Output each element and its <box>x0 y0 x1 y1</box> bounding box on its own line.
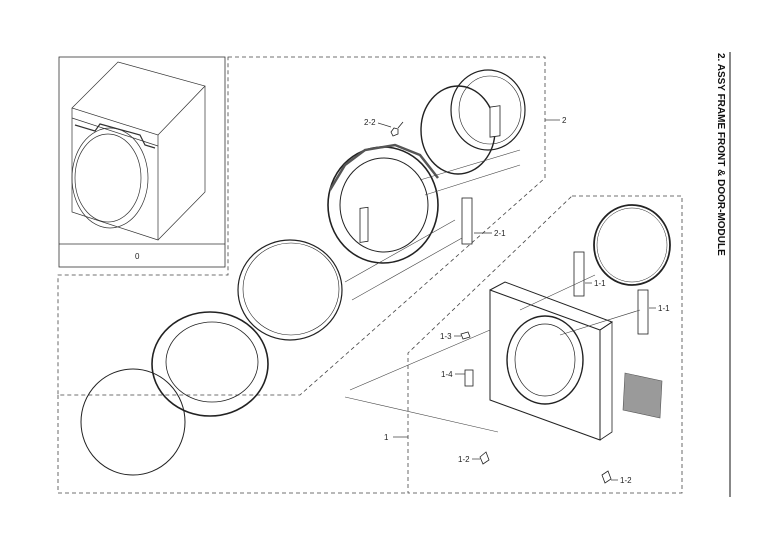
box-assy-1-frame <box>407 195 683 494</box>
screw-1-3 <box>460 331 471 340</box>
door-glass-outer <box>80 368 186 476</box>
washer-unit-illustration <box>71 61 206 241</box>
door-ring-trim <box>237 239 343 341</box>
callout-2-2: 2-2 <box>364 118 376 127</box>
leader-2-2 <box>377 122 392 128</box>
callout-1-4: 1-4 <box>441 370 453 379</box>
door-frame-inner <box>327 143 439 264</box>
box-assy-2-door <box>57 56 546 396</box>
callout-2-1: 2-1 <box>494 229 506 238</box>
callout-1-3: 1-3 <box>440 332 452 341</box>
callout-1-2-b: 1-2 <box>620 476 632 485</box>
latch-1-4 <box>464 369 474 387</box>
callout-2: 2 <box>562 116 567 125</box>
front-frame-panel <box>489 281 614 441</box>
diagram-title: 2. ASSY FRAME FRONT & DOOR-MODULE <box>715 53 726 256</box>
frame-hinge-bracket-1-1-a <box>573 251 585 297</box>
frame-gasket-ring <box>593 204 671 286</box>
door-glass-inner <box>420 69 526 175</box>
door-hinge-lower <box>359 105 501 243</box>
frame-assembly-guides <box>344 274 641 433</box>
screw-2-2 <box>390 121 404 137</box>
callout-1-1-b: 1-1 <box>658 304 670 313</box>
door-cover-front <box>151 311 269 417</box>
door-assembly-guides <box>344 149 521 301</box>
callout-1: 1 <box>384 433 389 442</box>
callout-0: 0 <box>135 252 140 261</box>
clip-1-2-b <box>601 470 612 484</box>
clip-1-2-a <box>479 451 490 465</box>
callout-1-1-a: 1-1 <box>594 279 606 288</box>
frame-insulation-pad <box>622 372 663 419</box>
box-assy-0: 0 <box>58 56 226 268</box>
door-hinge-2-1 <box>461 197 473 245</box>
callout-1-2-a: 1-2 <box>458 455 470 464</box>
frame-hinge-bracket-1-1-b <box>637 289 649 335</box>
